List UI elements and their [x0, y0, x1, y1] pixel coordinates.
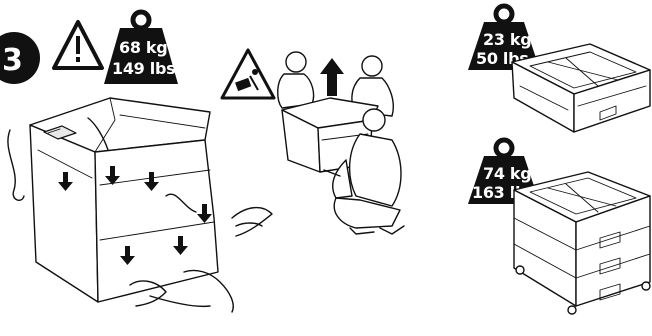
printer-illustration: [8, 98, 272, 312]
weight-kg-label: 74 kg: [483, 164, 531, 183]
warning-icon: [54, 22, 102, 68]
lift-up-arrow-icon: [320, 58, 344, 96]
weight-kg-label: 23 kg: [483, 30, 531, 49]
step-number: 3: [2, 43, 23, 78]
weight-lbs-label: 149 lbs: [112, 59, 175, 78]
step-number-badge: 3: [0, 32, 40, 84]
people-lifting-printer: [278, 52, 404, 234]
lift-hazard-sign: [222, 50, 274, 98]
triple-tray-feeder: [514, 172, 650, 314]
weight-kg-label: 68 kg: [119, 38, 167, 57]
weight-badge-printer: 68 kg 149 lbs: [104, 12, 178, 84]
single-tray-feeder: [512, 44, 650, 132]
